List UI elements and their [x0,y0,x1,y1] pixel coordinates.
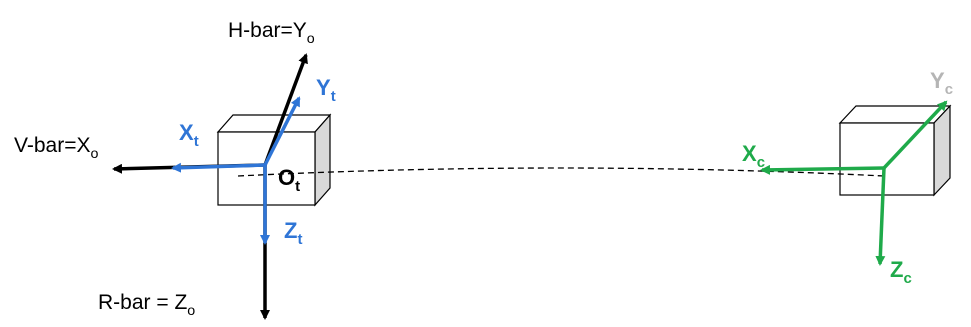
target-z-axis-label: Zt [284,218,302,248]
target-y-axis-arrow [263,96,301,166]
chaser-y-axis-label: Yc [930,68,953,98]
chaser-z-axis-arrow [875,167,886,266]
chaser-x-axis-label: Xc [742,141,765,171]
chaser-y-axis-arrow [882,100,948,170]
target-spacecraft-box [216,113,332,207]
target-box-top-face [216,114,332,133]
v-bar-label: V-bar=Xo [14,134,98,162]
r-bar-label: R-bar = Zo [98,291,195,319]
chaser-z-axis-label: Zc [890,257,912,287]
line-of-sight-dashed [237,167,885,177]
target-x-axis-arrow [171,162,266,173]
target-origin-label: Ot [278,165,300,195]
h-bar-label: H-bar=Yo [228,19,315,47]
chaser-box-front-face [839,122,935,196]
h-bar-axis-arrow [263,53,308,166]
target-y-axis-label: Yt [316,75,336,105]
chaser-x-axis-arrow [760,164,885,175]
chaser-spacecraft-box [838,104,952,197]
target-x-axis-label: Xt [179,120,199,150]
